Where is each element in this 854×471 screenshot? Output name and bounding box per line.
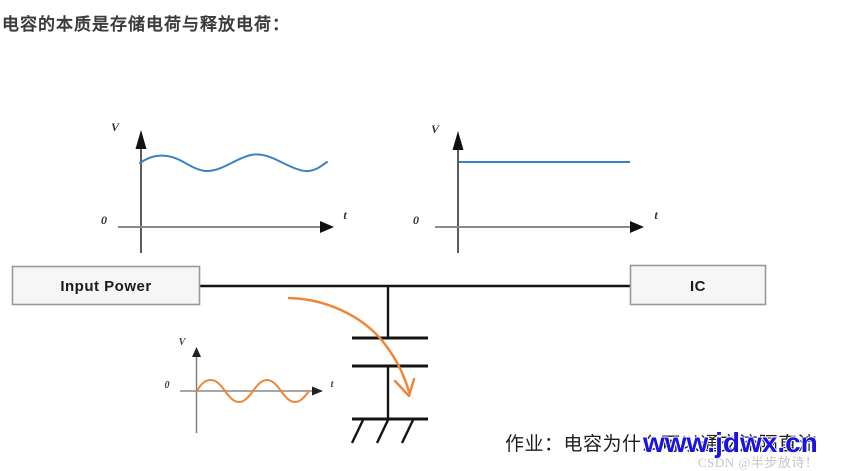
homework-text: 作业：电容为什么可以通交流隔直流 — [505, 434, 818, 455]
x-axis-arrow-icon — [320, 221, 334, 233]
input-power-box — [11, 265, 201, 306]
ground-symbol-icon — [350, 417, 428, 444]
y-axis-arrow-icon — [452, 131, 464, 150]
ground-hatch — [350, 419, 365, 444]
y-axis-label: V — [111, 120, 120, 134]
input-power-label: Input Power — [60, 278, 151, 295]
circuit-schematic: Input Power IC — [11, 264, 767, 444]
y-axis-arrow-icon — [135, 130, 147, 149]
noisy-voltage-curve — [139, 153, 328, 173]
ground-hatch — [400, 419, 415, 444]
y-axis-label: V — [179, 337, 187, 348]
arrowhead-icon — [393, 377, 416, 398]
watermark-credit: CSDN @半步放诗！ — [698, 455, 819, 470]
watermark-site: www.jdwx.cn — [643, 427, 818, 458]
graph-ac-ripple: V 0 t — [165, 337, 335, 433]
arrow-curve — [287, 296, 411, 394]
x-axis-arrow-icon — [312, 386, 323, 396]
origin-label: 0 — [165, 380, 170, 391]
origin-label: 0 — [101, 213, 107, 227]
sine-wave-curve — [196, 378, 310, 404]
ic-label: IC — [690, 278, 706, 295]
orange-filter-arrow — [287, 296, 416, 398]
graph-clean-dc: V 0 t — [413, 122, 658, 253]
ground-hatch — [375, 419, 390, 444]
y-axis-arrow-icon — [192, 347, 201, 357]
x-axis-label: t — [331, 379, 335, 390]
x-axis-label: t — [654, 208, 658, 222]
y-axis-label: V — [431, 122, 440, 136]
decoupling-capacitor — [352, 287, 428, 418]
graph-noisy-dc: V 0 t — [101, 120, 347, 253]
x-axis-label: t — [343, 208, 347, 222]
x-axis-arrow-icon — [630, 221, 644, 233]
ic-box — [629, 264, 767, 306]
page-title: 电容的本质是存储电荷与释放电荷： — [2, 15, 290, 34]
origin-label: 0 — [413, 213, 419, 227]
